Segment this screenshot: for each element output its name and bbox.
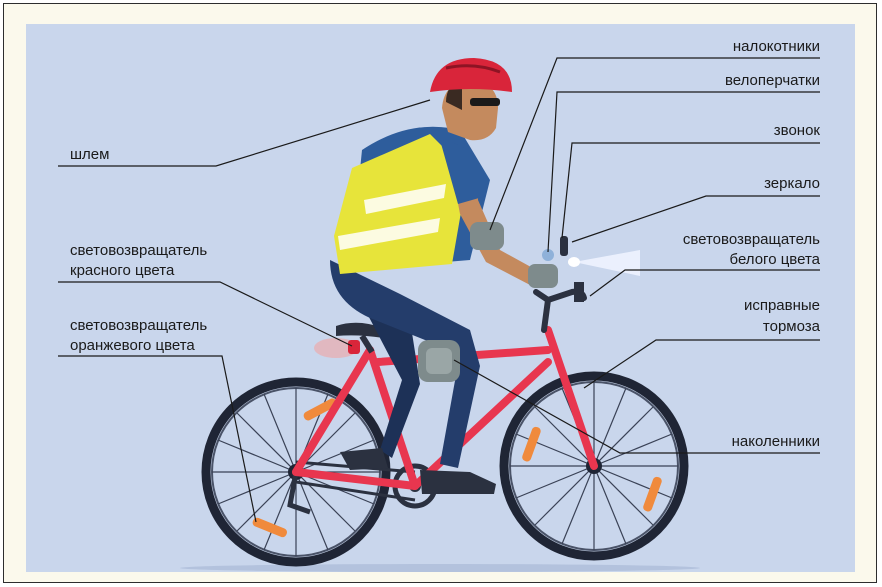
- label-red-reflector-line1: световозвращатель: [70, 242, 207, 259]
- white-reflector-beam: [574, 250, 640, 276]
- white-reflector: [568, 257, 580, 267]
- label-elbow-pads: налокотники: [733, 38, 820, 55]
- label-white-reflector-line1: световозвращатель: [683, 231, 820, 248]
- label-helmet: шлем: [70, 146, 109, 163]
- label-white-reflector-line2: белого цвета: [730, 251, 820, 268]
- label-knee-pads: наколенники: [732, 433, 820, 450]
- ground-shadow: [180, 564, 700, 572]
- seat-post: [362, 336, 372, 352]
- shoe: [420, 470, 496, 494]
- label-bell: звонок: [774, 122, 820, 139]
- label-red-reflector-line2: красного цвета: [70, 262, 174, 279]
- label-mirror: зеркало: [764, 175, 820, 192]
- sunglasses: [470, 98, 500, 106]
- label-gloves: велоперчатки: [725, 72, 820, 89]
- elbow-pad: [470, 222, 504, 250]
- front-light: [574, 282, 584, 302]
- label-brakes-line1: исправные: [744, 297, 820, 314]
- red-reflector: [348, 340, 360, 354]
- handlebar: [536, 282, 584, 330]
- mirror: [560, 236, 568, 256]
- label-orange-reflector-line2: оранжевого цвета: [70, 337, 195, 354]
- label-orange-reflector-line1: световозвращатель: [70, 317, 207, 334]
- glove: [528, 264, 558, 288]
- helmet: [430, 58, 512, 92]
- label-brakes-line2: тормоза: [763, 318, 820, 335]
- rider: [330, 58, 558, 494]
